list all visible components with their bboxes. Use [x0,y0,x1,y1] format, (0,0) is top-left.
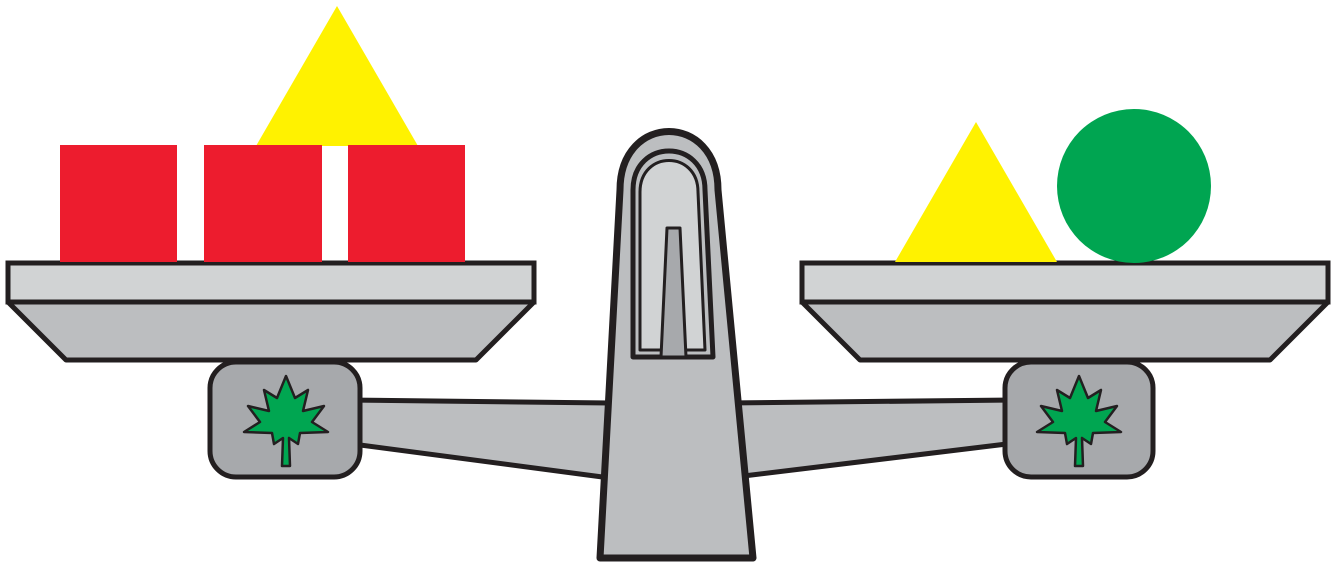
red-square [348,145,465,262]
green-circle [1057,109,1211,263]
right-beam-arm [727,400,1015,478]
left-beam-arm [345,400,610,478]
yellow-triangle [256,6,418,146]
left-hub [210,362,360,477]
right-pan [802,263,1328,360]
balance-needle [661,228,686,357]
center-post [600,132,753,559]
left-pan [8,263,534,360]
yellow-triangle [895,122,1057,262]
left-pan-items [60,6,465,262]
red-square [204,145,322,262]
right-pan-items [895,109,1211,263]
right-hub [1005,362,1153,477]
red-square [60,145,177,262]
